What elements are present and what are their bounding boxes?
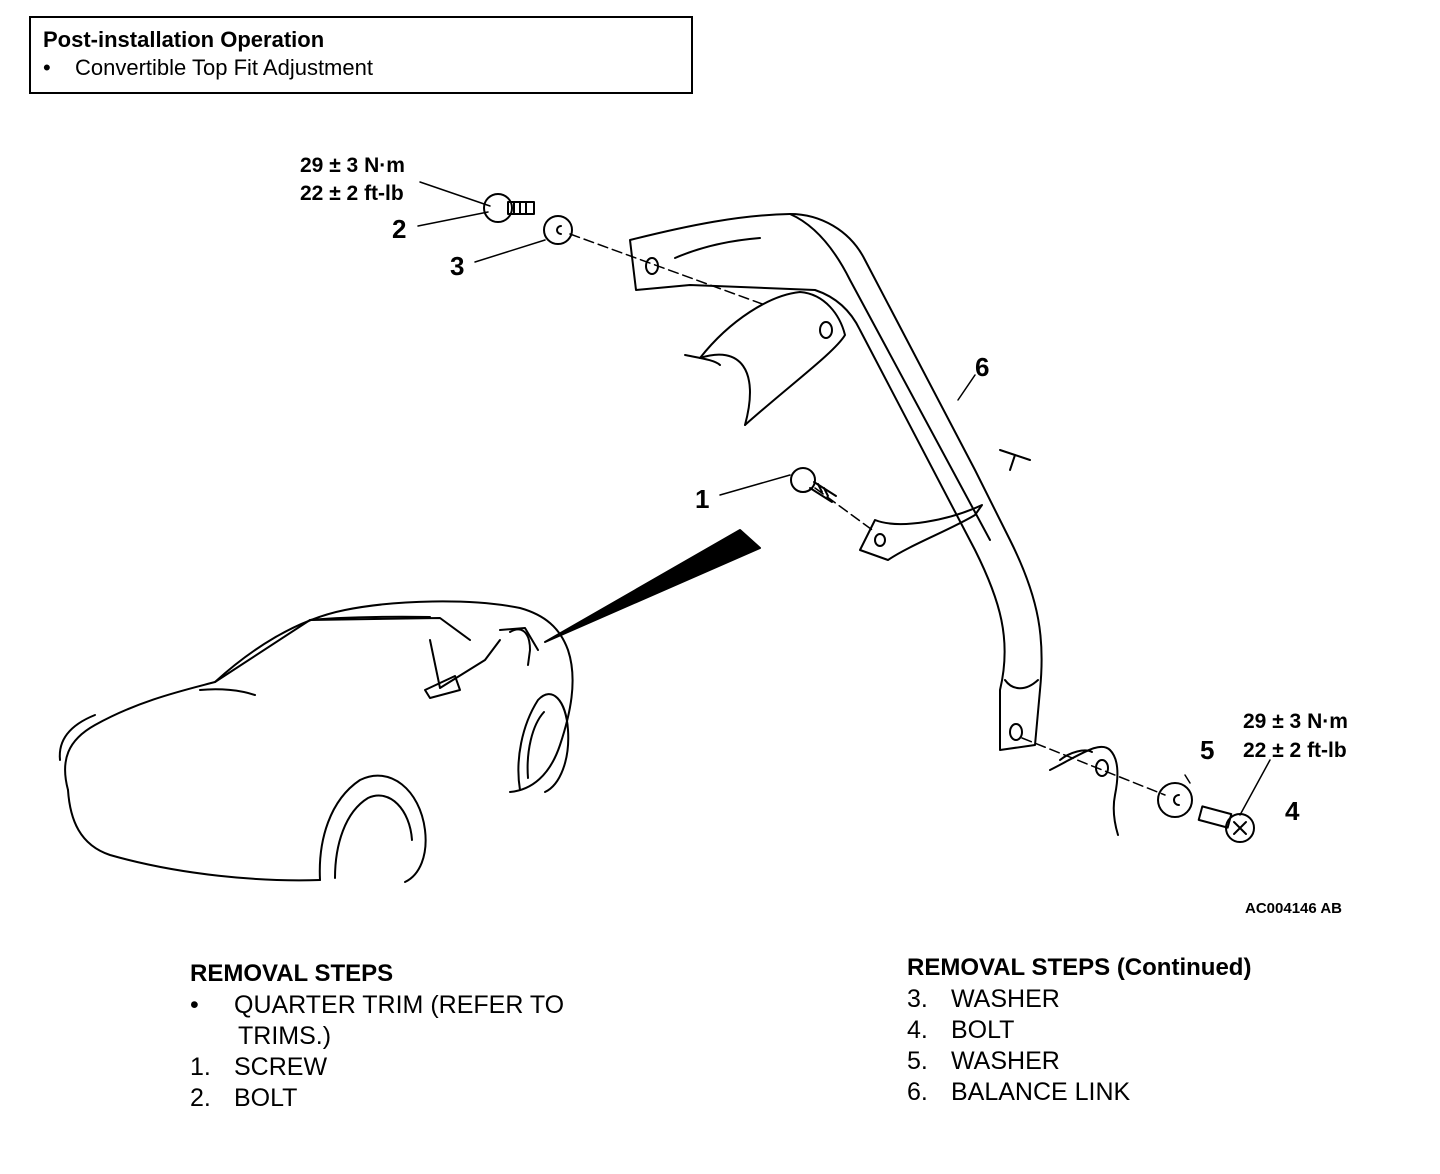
lower-bracket <box>859 504 983 561</box>
removal-step: 2. BOLT <box>190 1083 564 1114</box>
removal-step-label: WASHER <box>951 985 1060 1013</box>
removal-step-number: 2. <box>190 1084 211 1112</box>
removal-step: 1. SCREW <box>190 1052 564 1083</box>
removal-step-bullet-line2: TRIMS.) <box>238 1022 332 1050</box>
screw-1 <box>790 467 837 503</box>
removal-step-bullet: • QUARTER TRIM (REFER TO <box>190 990 564 1021</box>
callout-5: 5 <box>1200 735 1214 765</box>
washer-3 <box>543 215 573 245</box>
alignment-lines <box>569 233 1166 796</box>
callout-4: 4 <box>1285 796 1300 826</box>
removal-step-number: 1. <box>190 1053 211 1081</box>
removal-steps-left: REMOVAL STEPS • QUARTER TRIM (REFER TO T… <box>190 958 564 1114</box>
callout-6: 6 <box>975 352 989 382</box>
upper-bracket <box>684 291 846 426</box>
view-cone <box>544 529 761 643</box>
side-bracket <box>999 449 1031 471</box>
removal-step: 5. WASHER <box>907 1046 1251 1077</box>
post-installation-item-label: Convertible Top Fit Adjustment <box>75 55 373 80</box>
car-outline <box>58 600 574 883</box>
removal-step-bullet-line1: QUARTER TRIM (REFER TO <box>234 991 565 1019</box>
balance-link-arm <box>629 213 1043 751</box>
removal-steps-continued-title: REMOVAL STEPS (Continued) <box>907 954 1252 981</box>
leader-lines <box>417 181 1271 816</box>
removal-step-number: 3. <box>907 985 928 1013</box>
removal-step-label: BOLT <box>951 1016 1015 1044</box>
removal-steps-title: REMOVAL STEPS <box>190 960 394 987</box>
torque-bottom-nm: 29 ± 3 N·m <box>1243 710 1348 733</box>
callout-1: 1 <box>695 484 709 514</box>
removal-step-number: 4. <box>907 1016 928 1044</box>
lower-mount <box>1049 745 1119 836</box>
post-installation-item: • Convertible Top Fit Adjustment <box>43 54 679 82</box>
removal-step-number: 5. <box>907 1047 928 1075</box>
removal-step-label: WASHER <box>951 1047 1060 1075</box>
removal-step-number: 6. <box>907 1078 928 1106</box>
post-installation-box: Post-installation Operation • Convertibl… <box>29 16 693 94</box>
removal-step-label: BALANCE LINK <box>951 1078 1131 1106</box>
bolt-2 <box>483 193 535 223</box>
removal-step-label: SCREW <box>234 1053 328 1081</box>
removal-step: 3. WASHER <box>907 984 1251 1015</box>
removal-step: 6. BALANCE LINK <box>907 1077 1251 1108</box>
removal-steps-right: REMOVAL STEPS (Continued) 3. WASHER 4. B… <box>907 952 1251 1108</box>
callout-3: 3 <box>450 251 464 281</box>
removal-step: 4. BOLT <box>907 1015 1251 1046</box>
bolt-4 <box>1197 805 1255 843</box>
torque-bottom-ftlb: 22 ± 2 ft-lb <box>1243 739 1347 762</box>
bullet-icon: • <box>43 55 51 80</box>
figure-id: AC004146 AB <box>1245 900 1342 917</box>
removal-step-label: BOLT <box>234 1084 298 1112</box>
bullet-icon: • <box>190 991 199 1019</box>
torque-top-nm: 29 ± 3 N·m <box>300 154 405 177</box>
washer-5 <box>1157 782 1193 818</box>
torque-top-ftlb: 22 ± 2 ft-lb <box>300 182 404 205</box>
callout-2: 2 <box>392 214 406 244</box>
post-installation-title: Post-installation Operation <box>43 27 325 52</box>
